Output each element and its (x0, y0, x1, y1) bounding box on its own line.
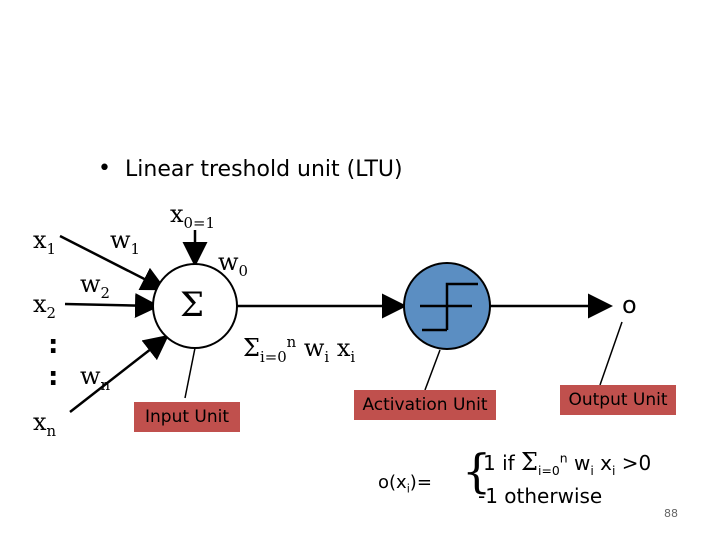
weight-w2: w2 (80, 270, 111, 302)
rule-lhs: o(xi)= (378, 472, 432, 496)
input-x1: x1 (33, 226, 57, 258)
page-number: 88 (664, 507, 678, 520)
edge-xn-sum (69, 334, 169, 413)
activation-unit-label: Activation Unit (354, 390, 496, 420)
title-bullet: • (98, 156, 111, 181)
slide-title: Linear treshold unit (LTU) (125, 157, 403, 182)
bias-input: x0=1 (170, 200, 215, 232)
rule-brace: { (462, 444, 492, 498)
weight-w0: w0 (218, 248, 249, 280)
pointer-activation-unit (424, 349, 441, 391)
pointer-input-unit (184, 347, 196, 399)
input-x2: x2 (33, 290, 57, 322)
step-function-icon (420, 282, 478, 332)
weight-w1: w1 (110, 226, 141, 258)
output-label: o (622, 291, 637, 319)
output-unit-label: Output Unit (560, 385, 676, 415)
pointer-output-unit (599, 321, 623, 386)
sum-symbol: Σ (180, 285, 205, 325)
edge-x2-sum (64, 293, 160, 319)
rule-line-2: -1 otherwise (478, 484, 603, 508)
weight-wn: wn (80, 362, 111, 394)
input-xn: xn (33, 408, 57, 440)
input-ellipsis-2: : (48, 362, 59, 392)
rule-line-1: 1 if Σi=0n wi xi >0 (483, 448, 652, 478)
input-unit-label: Input Unit (134, 402, 240, 432)
input-ellipsis-1: : (48, 330, 59, 360)
sum-formula: Σi=0n wi xi (243, 333, 356, 366)
edge-x1-sum (59, 234, 167, 291)
